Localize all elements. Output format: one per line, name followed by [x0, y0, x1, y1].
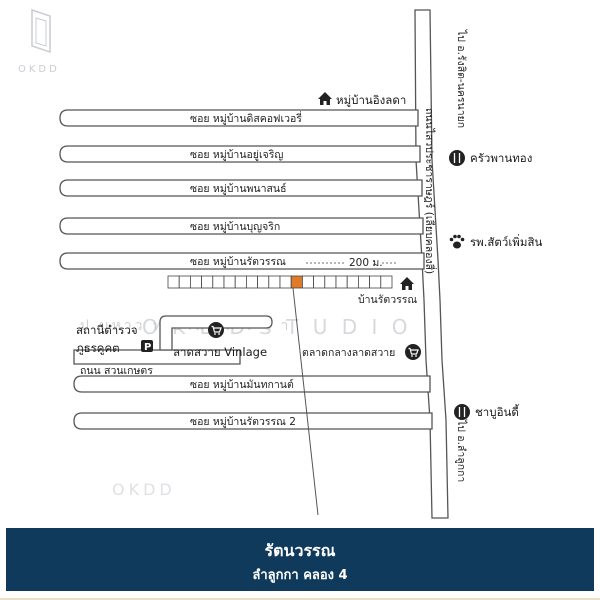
place-label-pet-hospital: รพ.สัตว์เพิ่มสิน	[470, 234, 542, 249]
place-label-ingladda: หมู่บ้านอิงลดา	[336, 93, 406, 107]
plot-lot	[212, 275, 225, 289]
plot-lot	[324, 275, 337, 289]
restaurant-icon	[449, 150, 465, 166]
plot-lot	[268, 275, 281, 289]
soi-label-rattawan-2: ซอย หมู่บ้านรัตวรรณ 2	[190, 416, 296, 428]
soi-road-5	[59, 252, 425, 270]
soi-road-2	[59, 145, 421, 163]
watermark-bottom-text: OKDD	[112, 480, 176, 499]
place-label-khrua-phanthong: ครัวพานทอง	[470, 151, 532, 165]
shopping-cart-icon	[208, 322, 224, 338]
highlighted-plot	[290, 275, 303, 289]
pointer-line	[292, 287, 319, 516]
plot-lot	[279, 275, 292, 289]
plot-lot	[201, 275, 214, 289]
plot-lot	[335, 275, 348, 289]
soi-road-7	[73, 412, 433, 430]
plot-lot	[223, 275, 236, 289]
home-icon	[400, 277, 414, 290]
distance-label: 200 ม.	[349, 257, 383, 269]
place-label-rattawan-home: บ้านรัตวรรณ	[358, 294, 417, 306]
plot-lot	[313, 275, 326, 289]
soi-road-1	[59, 109, 419, 127]
soi-road-6	[73, 375, 431, 393]
main-road-name-label: ถนนไสวประชาราษฎร์ (เลียบคลองสี่)	[423, 108, 437, 274]
okdd-logo-text: OKDD	[18, 64, 60, 75]
place-label-lat-sawai-vinlage: ลาดสวาย Vinlage	[173, 345, 267, 359]
home-icon	[318, 92, 332, 105]
plot-lot	[346, 275, 359, 289]
plot-lot	[369, 275, 382, 289]
soi-label-yoojaroen: ซอย หมู่บ้านอยู่เจริญ	[190, 149, 283, 161]
banner-subtitle: ลำลูกกา คลอง 4	[252, 568, 348, 583]
banner-title: รัตนวรรณ	[264, 541, 336, 560]
main-road-bottom-label: ไป อ.ลำลูกกา	[455, 419, 468, 482]
plot-lot	[178, 275, 191, 289]
plot-lot	[257, 275, 270, 289]
soi-label-discovery: ซอย หมู่บ้านดิสคอฟเวอรี่	[190, 111, 302, 125]
paw-icon	[449, 234, 465, 249]
plot-grid	[167, 275, 393, 289]
restaurant-icon	[454, 404, 470, 420]
plot-lot	[245, 275, 258, 289]
place-label-police-line2: ภูธรคูคต	[76, 341, 120, 355]
bottom-divider	[0, 598, 600, 600]
place-label-police-line1: สถานีตำรวจ	[76, 323, 138, 337]
okdd-logo-icon	[31, 8, 51, 54]
soi-road-3	[59, 179, 423, 197]
place-label-shabu-inn: ชาบูอินดี้	[475, 404, 520, 419]
distance-label-bg	[346, 256, 380, 268]
soi-road-4	[59, 217, 424, 235]
parking-symbol: P	[144, 342, 151, 353]
place-label-talad-klang: ตลาดกลางลาดสวาย	[302, 347, 395, 359]
main-road-top-label: ไป อ.รังสิต-นครนายก	[455, 29, 468, 128]
vinlage-loop-road	[159, 315, 273, 351]
plot-lot	[380, 275, 393, 289]
parking-icon: P	[141, 340, 153, 353]
soi-label-mantakarn: ซอย หมู่บ้านมันทกานต์	[190, 378, 294, 391]
main-road	[414, 9, 449, 519]
plot-lot	[167, 275, 180, 289]
suan-kaset-road	[73, 349, 241, 365]
plot-lot	[357, 275, 370, 289]
title-banner: รัตนวรรณ ลำลูกกา คลอง 4	[6, 528, 594, 591]
shopping-cart-icon	[405, 344, 421, 360]
soi-label-panasorn: ซอย หมู่บ้านพนาสนธ์	[190, 182, 287, 195]
plot-lot	[189, 275, 202, 289]
soi-label-rattawan: ซอย หมู่บ้านรัตวรรณ	[190, 256, 286, 268]
suan-kaset-label: ถนน สวนเกษตร	[80, 365, 153, 377]
plot-lot	[301, 275, 314, 289]
soi-label-boonjarik: ซอย หมู่บ้านบุญจริก	[190, 221, 280, 233]
plot-lot	[234, 275, 247, 289]
